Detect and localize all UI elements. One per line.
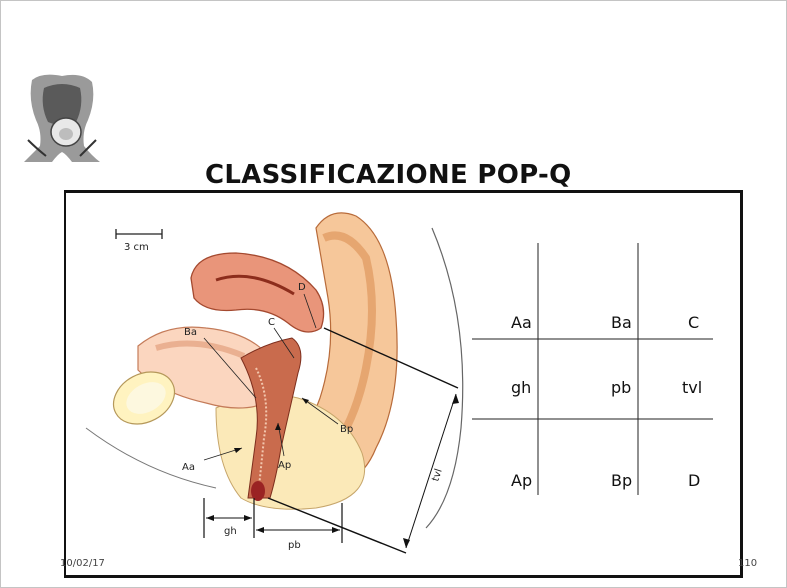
slide-title: CLASSIFICAZIONE POP-Q (205, 160, 625, 190)
label-Aa: Aa (182, 462, 195, 473)
grid-cell-Bp: Bp (611, 472, 632, 490)
label-Ap: Ap (278, 460, 291, 471)
prolapse-thumbnail-image (22, 70, 102, 165)
pop-q-anatomy-figure: 3 cm tvl gh pb D C Ba Bp Aa Ap (66, 198, 484, 572)
label-D: D (298, 282, 306, 293)
grid-cell-Ba: Ba (611, 314, 632, 332)
grid-cell-gh: gh (511, 379, 531, 397)
scale-bar-label: 3 cm (124, 242, 149, 253)
grid-lines (470, 237, 715, 499)
label-gh: gh (224, 526, 237, 537)
label-pb: pb (288, 540, 301, 551)
grid-cell-pb: pb (611, 379, 631, 397)
grid-cell-Ap: Ap (511, 472, 532, 490)
grid-cell-C: C (688, 314, 699, 332)
pop-q-grid: Aa Ba C gh pb tvl Ap Bp D (470, 237, 715, 499)
label-Ba: Ba (184, 327, 197, 338)
label-tvl: tvl (430, 468, 444, 483)
grid-cell-tvl: tvl (682, 379, 702, 397)
label-C: C (268, 317, 275, 328)
slide-page-number: 110 (738, 558, 757, 569)
label-Bp: Bp (340, 424, 353, 435)
grid-cell-Aa: Aa (511, 314, 532, 332)
slide-date: 10/02/17 (60, 558, 105, 569)
grid-cell-D: D (688, 472, 700, 490)
